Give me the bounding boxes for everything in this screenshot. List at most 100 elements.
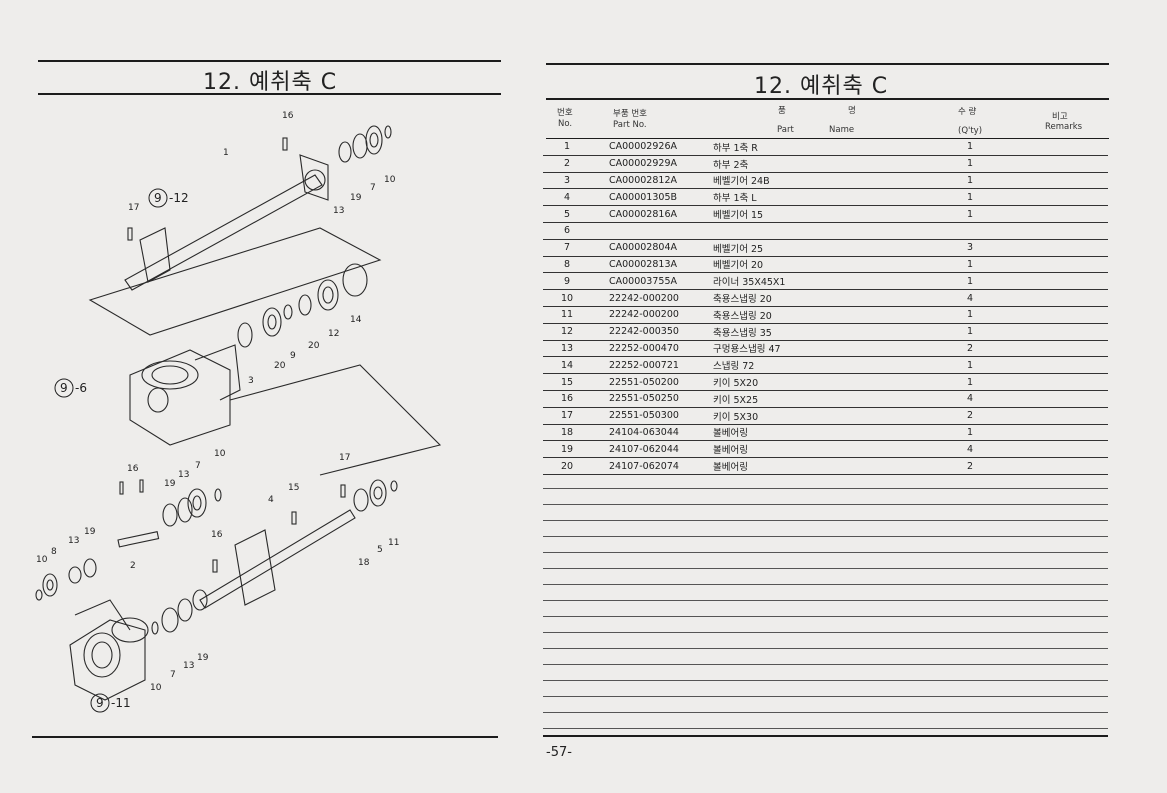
row-remarks [1021, 356, 1108, 375]
row-quantity: 1 [919, 172, 1021, 190]
callout: 10 [36, 555, 48, 565]
left-bottom-rule [32, 736, 498, 738]
row-no: 7 [543, 239, 591, 257]
row-remarks [1021, 373, 1108, 391]
row-quantity: 2 [919, 407, 1021, 425]
ref-circle-9-11 [90, 693, 110, 713]
row-remarks [1021, 390, 1108, 408]
row-part-number: 22242-000350 [591, 323, 707, 341]
row-no: 2 [543, 155, 591, 173]
row-part-name: 볼베어링 [707, 457, 919, 475]
callout: 19 [350, 193, 362, 203]
row-remarks [1021, 172, 1108, 190]
row-no: 1 [543, 139, 591, 156]
row-remarks [1021, 457, 1108, 475]
row-part-name: 볼베어링 [707, 424, 919, 442]
row-part-name: 키이 5X30 [707, 407, 919, 425]
ref-9-6-num: 9 [60, 381, 68, 395]
row-no: 17 [543, 407, 591, 425]
callout: 4 [268, 495, 274, 505]
row-part-number: 24107-062074 [591, 457, 707, 475]
row-part-number: CA00002929A [591, 155, 707, 173]
row-quantity: 2 [919, 457, 1021, 475]
callout: 16 [211, 530, 223, 540]
row-quantity: 1 [919, 139, 1021, 156]
callout: 18 [358, 558, 370, 568]
row-no: 18 [543, 424, 591, 442]
header-name-ko-2: 명 [848, 106, 856, 116]
row-no: 20 [543, 457, 591, 475]
row-part-number: CA00003755A [591, 272, 707, 291]
row-no: 5 [543, 205, 591, 223]
header-rem-en: Remarks [1045, 122, 1083, 132]
right-top-rule [546, 63, 1109, 65]
row-no: 6 [543, 222, 591, 240]
row-no: 13 [543, 340, 591, 358]
row-part-name: 하부 1축 R [707, 139, 919, 156]
row-remarks [1021, 188, 1108, 207]
callout: 17 [128, 203, 139, 213]
blank-line [543, 504, 1108, 505]
blank-line [543, 632, 1108, 633]
row-remarks [1021, 222, 1108, 240]
row-quantity: 1 [919, 373, 1021, 391]
callout: 9 [290, 351, 296, 361]
row-part-number: 24104-063044 [591, 424, 707, 442]
row-part-number: CA00002812A [591, 172, 707, 190]
row-remarks [1021, 256, 1108, 274]
row-part-name: 축용스냅링 20 [707, 306, 919, 324]
blank-line [543, 536, 1108, 537]
callout: 3 [248, 376, 254, 386]
row-part-name: 구멍용스냅링 47 [707, 340, 919, 358]
blank-line [543, 680, 1108, 681]
header-qty-ko: 수 량 [958, 107, 977, 117]
row-part-name: 베벨기어 20 [707, 256, 919, 274]
right-title-rule [546, 98, 1109, 100]
left-page-title: 12. 예취축 C [203, 70, 338, 95]
row-remarks [1021, 272, 1108, 291]
ref-9-12-num: 9 [154, 191, 162, 205]
callout: 13 [68, 536, 79, 546]
row-no: 12 [543, 323, 591, 341]
callout: 2 [130, 561, 136, 571]
right-bottom-rule [543, 735, 1108, 737]
row-no: 14 [543, 356, 591, 375]
callout: 10 [150, 683, 162, 693]
row-part-name [707, 222, 919, 240]
row-no: 4 [543, 188, 591, 207]
callout: 15 [288, 483, 299, 493]
ref-circle-9-12 [148, 188, 168, 208]
callout: 13 [183, 661, 194, 671]
row-part-name: 하부 1축 L [707, 188, 919, 207]
callout: 17 [339, 453, 350, 463]
callout: 11 [388, 538, 399, 548]
row-part-number: 22242-000200 [591, 289, 707, 307]
row-quantity: 4 [919, 440, 1021, 459]
row-quantity: 1 [919, 205, 1021, 223]
callout: 12 [328, 329, 339, 339]
row-part-number: 24107-062044 [591, 440, 707, 459]
header-pn-ko: 부품 번호 [613, 109, 647, 119]
row-part-name: 베벨기어 25 [707, 239, 919, 257]
row-quantity: 1 [919, 356, 1021, 375]
blank-line [543, 600, 1108, 601]
header-name-ko-1: 품 [778, 106, 786, 116]
header-name-en-2: Name [829, 125, 855, 135]
row-part-name: 하부 2축 [707, 155, 919, 173]
row-quantity: 1 [919, 323, 1021, 341]
row-remarks [1021, 340, 1108, 358]
callout: 7 [195, 461, 201, 471]
row-no: 19 [543, 440, 591, 459]
blank-line [543, 488, 1108, 489]
